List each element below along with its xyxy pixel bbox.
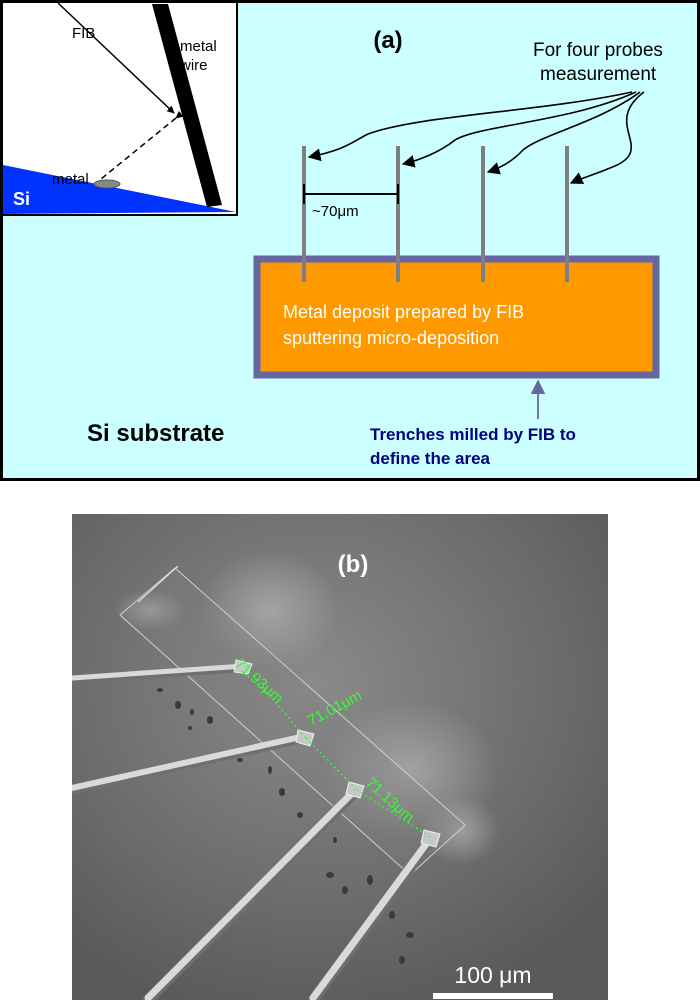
probe-arrow-3 [486,91,641,175]
sem-tip-1 [233,659,253,675]
sem-tip-3 [345,781,365,799]
sem-measure-line-1 [245,667,307,739]
metal-wire-shape [152,4,222,207]
probe-arrow-2 [401,91,637,168]
substrate-label: Si substrate [87,420,224,447]
fib-beam-arrow [57,2,175,114]
panel-a: FIB metal wire metal Si (a) For four pro… [0,0,700,481]
sem-trench-edge [137,565,179,603]
panel-b-label: (b) [338,551,369,578]
scale-bar [433,993,553,999]
panel-b-sem-image: 71.93μm 71.01μm 71.13μm (b) 100 μm [72,514,608,1000]
probe-arrows [307,91,645,185]
trench-label-line1: Trenches milled by FIB to [370,425,576,444]
sem-wire-3 [144,784,361,1000]
probe-arrow-1 [307,91,633,162]
sem-specks [157,688,414,964]
wire-label-line2: wire [179,57,208,74]
probes-label-line2: measurement [540,64,657,85]
sem-wire-4 [309,832,436,1000]
probe-lines [302,146,569,282]
metal-spot [93,179,121,189]
sem-probe-wires [72,663,438,1000]
trench-label-line2: define the area [370,449,491,468]
panel-a-label: (a) [373,27,402,54]
spacing-indicator: ~70μm [303,184,399,220]
si-label: Si [13,189,30,209]
probes-label-line1: For four probes [533,40,663,61]
sem-measure-lines [245,667,433,839]
sem-wire-2 [72,733,308,791]
inset-diagram: FIB metal wire metal Si [1,1,238,216]
scale-bar-label: 100 μm [454,962,531,988]
deposit-label-line1: Metal deposit prepared by FIB [283,302,524,322]
metal-label: metal [52,171,89,188]
fib-label: FIB [72,25,95,42]
deposit-label-line2: sputtering micro-deposition [283,328,499,348]
si-wedge [3,165,236,214]
wire-label-line1: metal [180,38,217,55]
sputter-arrow [100,110,184,180]
spacing-label: ~70μm [312,203,359,220]
sem-measure-line-2 [305,737,358,791]
sem-glow-4 [115,590,185,630]
sem-glow-1 [200,550,340,670]
sem-wire-1 [72,663,247,681]
metal-deposit-area [253,255,660,379]
probe-arrow-4 [569,91,645,185]
